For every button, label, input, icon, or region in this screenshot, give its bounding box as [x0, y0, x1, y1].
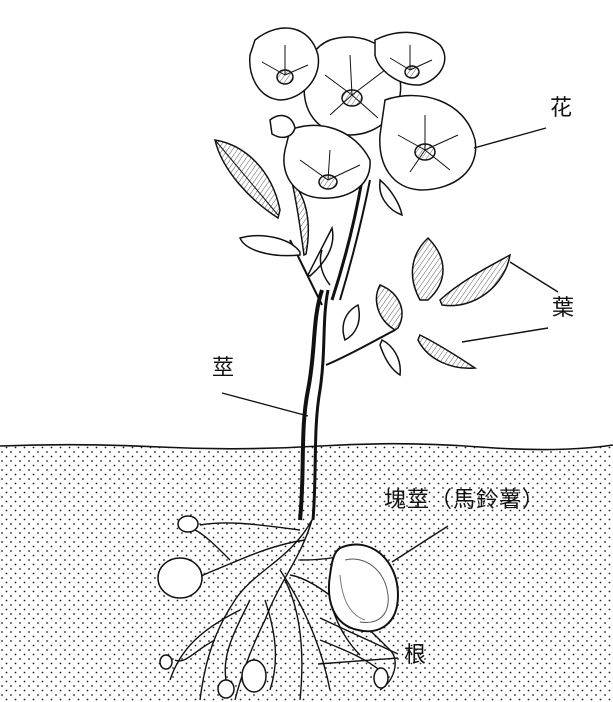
label-root: 根	[404, 643, 427, 668]
label-flower: 花	[550, 96, 573, 121]
leader-lines	[221, 127, 559, 665]
small-tubers	[157, 515, 389, 699]
label-tuber: 塊莖（馬鈴薯）	[384, 488, 546, 513]
leaf-leader-line-lower	[461, 327, 549, 343]
flower-leader-line	[473, 127, 547, 149]
leaf-leader-line-upper	[509, 261, 559, 293]
leaves	[214, 139, 511, 377]
soil	[0, 442, 613, 702]
label-leaf: 葉	[552, 296, 575, 321]
stem-leader-line	[221, 392, 309, 417]
label-stem: 莖	[212, 356, 235, 381]
root-leader-line-upper	[319, 617, 399, 655]
tuber-potato	[328, 543, 400, 633]
tuber-leader-line	[391, 525, 449, 563]
flowers	[249, 27, 477, 199]
stem	[289, 179, 396, 521]
root-leader-line-lower	[317, 657, 399, 665]
